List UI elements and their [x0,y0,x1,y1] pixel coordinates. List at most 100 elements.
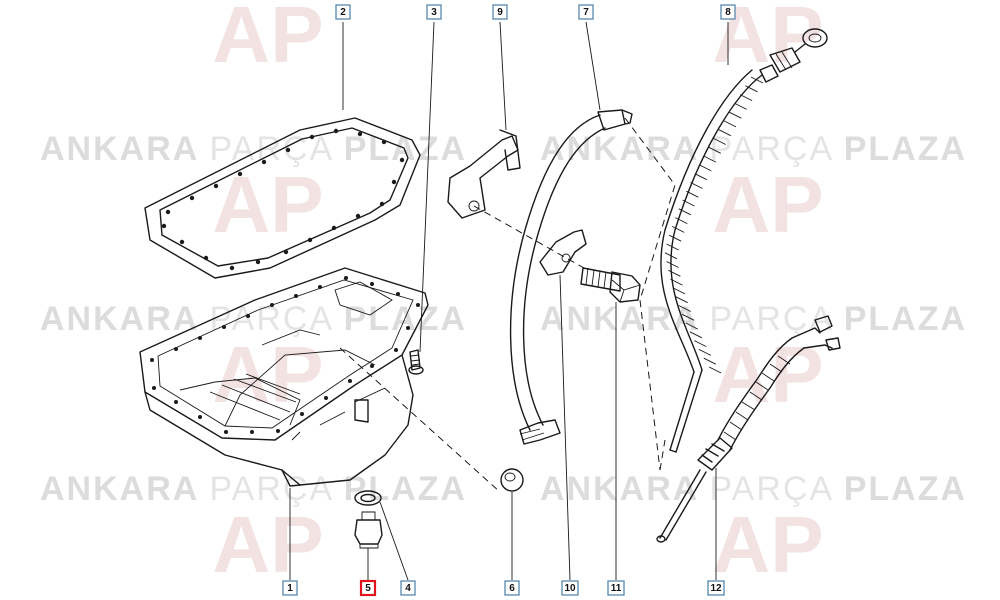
callout-5[interactable]: 5 [359,579,377,597]
callout-box [578,4,594,20]
callout-number: 5 [365,583,371,594]
pan-hole [344,276,348,280]
gasket-hole [203,255,209,261]
pan-hole [174,347,178,351]
callout-number: 3 [431,7,437,18]
callout-4[interactable]: 4 [400,580,416,596]
gasket-bolt-holes [161,128,405,271]
pan-hole [250,430,254,434]
pan-hole [396,292,400,296]
drain-plug[interactable] [354,511,383,549]
gasket-hole [331,225,337,231]
tube-mounting-bracket[interactable] [447,129,521,219]
oil-level-sensor[interactable] [656,315,841,543]
pan-hole [222,325,226,329]
callout-box [492,4,508,20]
watermark-text: ANKARA PARÇA PLAZA [540,470,967,508]
pan-hole [198,336,202,340]
callout-10[interactable]: 10 [561,580,579,596]
callout-6[interactable]: 6 [504,580,520,596]
pan-hole [270,303,274,307]
callout-number: 1 [287,583,293,594]
callout-11[interactable]: 11 [607,580,625,596]
gasket-hole [283,249,289,255]
callout-number: 12 [710,583,722,594]
callout-number: 11 [611,583,622,594]
gasket-hole [399,157,405,163]
gasket-hole [379,201,385,207]
callout-number: 7 [583,7,589,18]
callout-box [400,580,416,596]
watermark-logo: AP [212,330,323,419]
callout-9[interactable]: 9 [492,4,508,20]
pan-hole [198,415,202,419]
gasket-hole [165,209,171,215]
oil-dipstick[interactable] [660,28,828,453]
callout-2[interactable]: 2 [335,4,351,20]
watermark-text: ANKARA PARÇA PLAZA [40,470,467,508]
pan-hole [370,364,374,368]
pan-hole [150,358,154,362]
callout-8[interactable]: 8 [720,4,736,20]
callout-box [720,4,736,20]
bracket-bolt[interactable] [580,267,641,303]
pan-hole [318,285,322,289]
pan-hole [276,429,280,433]
oil-pan-gasket[interactable] [144,117,421,279]
watermark-logo: AP [212,500,323,589]
pan-hole [294,294,298,298]
callout-box [504,580,520,596]
watermark-text: ANKARA PARÇA PLAZA [40,130,467,168]
callout-1[interactable]: 1 [282,580,298,596]
watermark-logo: AP [712,500,823,589]
pan-hole [300,412,304,416]
callout-12[interactable]: 12 [707,580,725,596]
watermark-logo: AP [712,330,823,419]
dipstick-tube-seal[interactable] [500,468,524,492]
pan-hole [246,314,250,318]
oil-pan[interactable] [139,267,429,487]
gasket-hole [333,128,339,134]
pan-hole [152,386,156,390]
gasket-hole [307,237,313,243]
callout-number: 9 [497,7,503,18]
gasket-hole [355,213,361,219]
callout-3[interactable]: 3 [426,4,442,20]
gasket-hole [189,195,195,201]
gasket-hole [261,159,267,165]
callout-box [426,4,442,20]
gasket-hole [285,147,291,153]
pan-hole [416,303,420,307]
callout-box [561,580,579,596]
watermark-text: ANKARA PARÇA PLAZA [540,130,967,168]
gasket-hole [213,183,219,189]
callout-box [282,580,298,596]
callout-number: 6 [509,583,515,594]
callout-number: 8 [725,7,731,18]
watermark-logo: AP [212,0,323,79]
tube-clip[interactable] [539,229,587,276]
dipstick-guide-tube[interactable] [509,109,633,445]
drain-plug-washer[interactable] [354,490,382,506]
callout-number: 10 [564,583,576,594]
pan-bolt[interactable] [408,349,424,375]
pan-hole [324,396,328,400]
watermark-text: ANKARA PARÇA PLAZA [40,300,467,338]
gasket-hole [229,265,235,271]
callout-7[interactable]: 7 [578,4,594,20]
pan-hole [348,379,352,383]
pan-hole [394,348,398,352]
callout-box [607,580,625,596]
pan-flange-bolt-holes [150,276,420,434]
gasket-hole [161,223,167,229]
gasket-hole [357,131,363,137]
callout-number: 2 [340,7,346,18]
callout-box [359,579,377,597]
gasket-hole [237,171,243,177]
gasket-hole [179,239,185,245]
pan-hole [370,282,374,286]
callout-box [335,4,351,20]
